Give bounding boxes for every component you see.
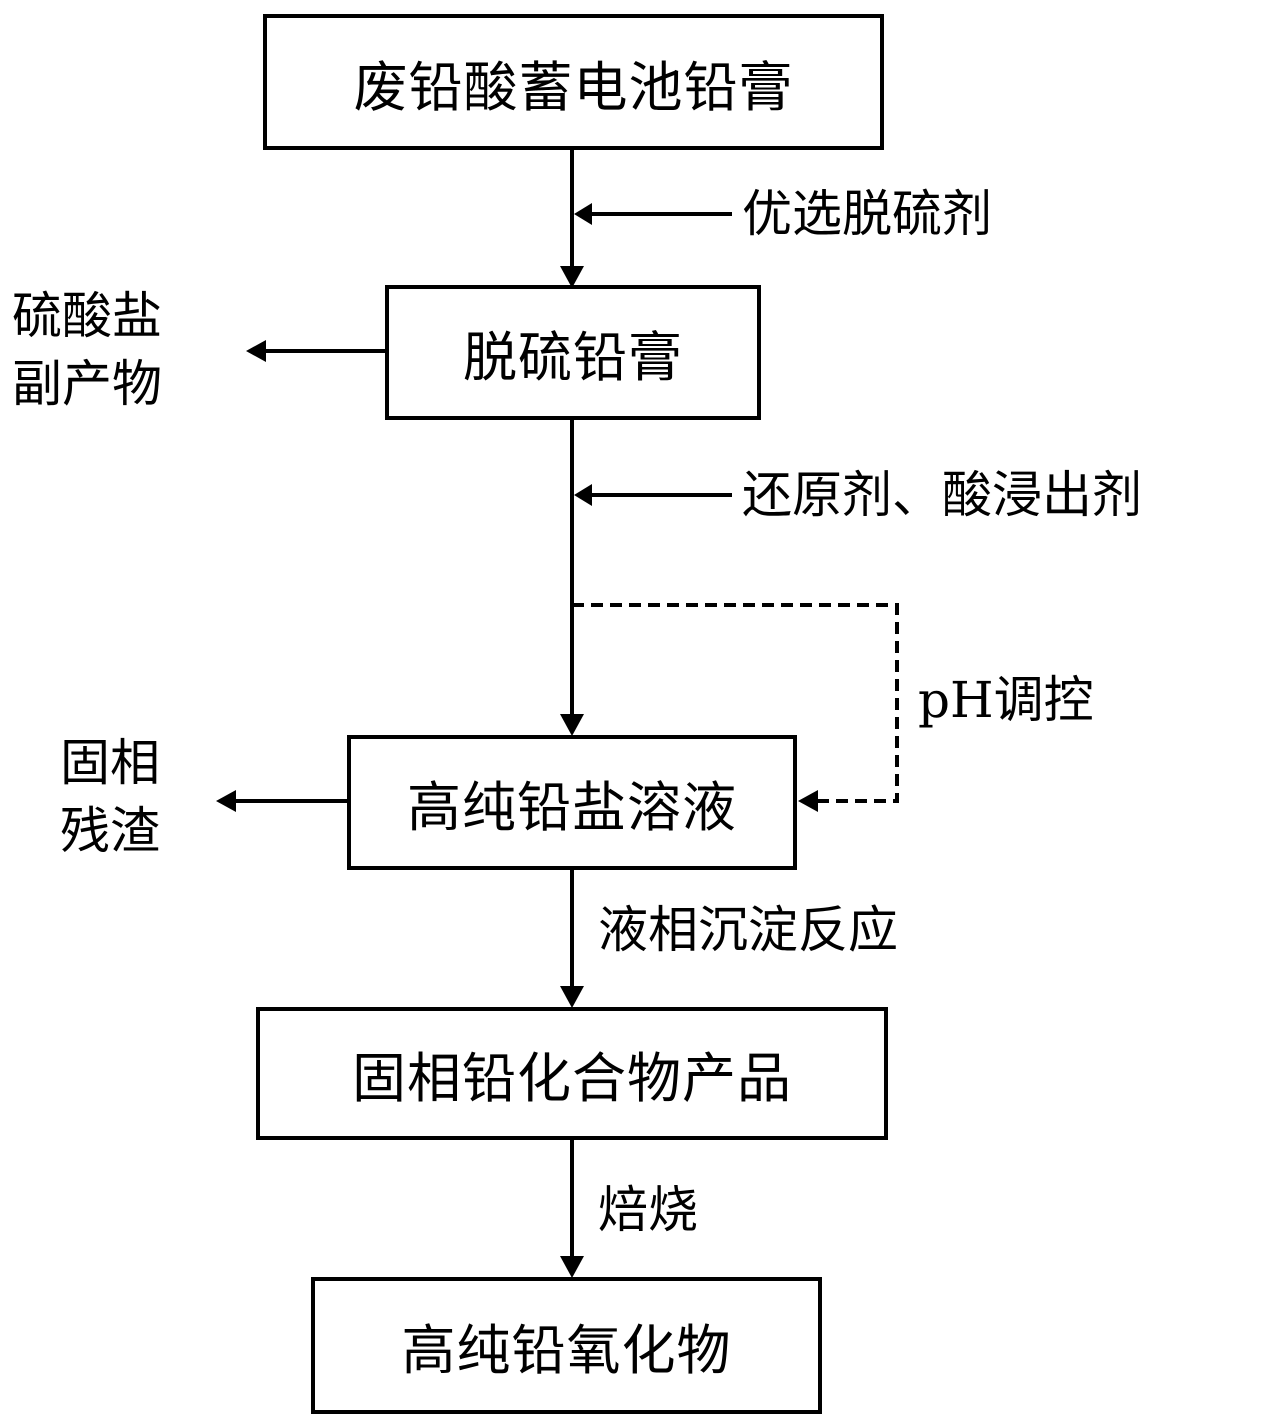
solid-residue-label: 固相 残渣 (60, 730, 160, 865)
ph-control-label: pH调控 (918, 671, 1094, 729)
arrowhead-desulfurizer (574, 203, 592, 225)
solid-residue-line1: 固相 (60, 734, 160, 792)
lead-oxide-box: 高纯铅氧化物 (311, 1277, 822, 1414)
arrowhead-residue (216, 790, 236, 812)
lead-salt-solution-box: 高纯铅盐溶液 (347, 735, 797, 870)
lead-compound-product-box: 固相铅化合物产品 (256, 1007, 888, 1140)
desulfurized-paste-label: 脱硫铅膏 (463, 326, 683, 389)
roasting-label: 焙烧 (598, 1181, 698, 1239)
lead-oxide-label: 高纯铅氧化物 (401, 1319, 732, 1382)
arrowhead-oxide (560, 1256, 584, 1278)
sulfate-byproduct-line1: 硫酸盐 (12, 287, 162, 345)
reductant-leach-label: 还原剂、酸浸出剂 (742, 466, 1142, 524)
sulfate-byproduct-label: 硫酸盐 副产物 (12, 283, 162, 418)
precipitation-label: 液相沉淀反应 (598, 901, 898, 959)
arrowhead-compound (560, 986, 584, 1008)
lead-compound-product-label: 固相铅化合物产品 (352, 1047, 792, 1110)
arrowhead-solution (560, 714, 584, 736)
raw-paste-label: 废铅酸蓄电池铅膏 (353, 55, 794, 119)
ph-control-loop (572, 603, 899, 803)
raw-paste-box: 废铅酸蓄电池铅膏 (263, 14, 884, 150)
arrowhead-reductant (574, 484, 592, 506)
arrowhead-ph (798, 790, 818, 812)
desulfurizer-label: 优选脱硫剂 (742, 185, 992, 243)
solid-residue-line2: 残渣 (60, 801, 160, 860)
sulfate-byproduct-line2: 副产物 (12, 354, 162, 413)
lead-salt-solution-label: 高纯铅盐溶液 (407, 776, 737, 839)
desulfurized-paste-box: 脱硫铅膏 (385, 285, 761, 420)
arrowhead-desulfurized (560, 266, 584, 288)
arrowhead-sulfate (246, 340, 266, 362)
